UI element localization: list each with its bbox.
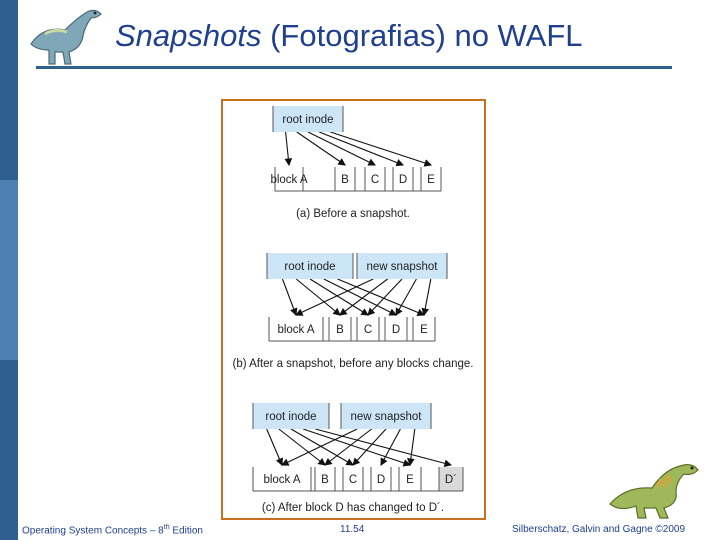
pointer-arrow [266,428,283,467]
block-label: D´ [445,474,457,486]
snapshot-diagram: root inode block A B C D E (a) Before a snapsh… [232,106,474,514]
inode-box [253,403,329,429]
pointer-arrow [339,278,388,316]
footer-book-title: Operating System Concepts – 8th Edition [22,524,203,537]
sidebar-strip-middle [0,180,18,360]
changed-block [439,467,463,491]
pointer-arrow [318,131,405,167]
inode-label: new snapshot [367,261,439,273]
block-label: E [406,474,414,486]
title-italic: Snapshots [115,18,262,53]
block-label: B [336,324,344,336]
block-label: D [399,174,407,186]
pointer-arrow [323,278,397,316]
dinosaur-icon [609,464,699,519]
pointer-arrow [281,278,298,317]
pointer-arrow [296,131,346,166]
block-label: C [349,474,357,486]
pointer-arrow [421,278,432,317]
block-label: E [420,324,428,336]
block-label: B [321,474,329,486]
block-label: block A [270,174,307,186]
panel-caption: (a) Before a snapshot. [296,208,410,220]
sidebar-strip-bottom [0,360,18,540]
footer-copyright: Silberschatz, Galvin and Gagne ©2009 [512,524,686,535]
inode-box [341,403,431,429]
pointer-arrow [315,428,453,468]
inode-label: new snapshot [351,411,423,423]
pointer-arrow [309,278,369,316]
pointer-arrow [290,428,354,466]
pointer-arrow [307,131,376,166]
block-label: C [364,324,372,336]
inode-label: root inode [265,411,316,423]
dinosaur-icon [30,9,102,65]
inode-box [273,106,343,132]
title-rule [36,66,672,69]
pointer-arrow [330,131,433,167]
pointer-arrow [324,428,372,466]
block-label: D [392,324,400,336]
inode-label: root inode [284,261,335,273]
block-label: block A [277,324,314,336]
pointer-arrow [284,131,293,167]
pointer-arrow [367,278,403,316]
inode-label: root inode [282,114,333,126]
inode-box [267,253,353,279]
block-label: D [377,474,385,486]
pointer-arrow [407,428,416,467]
pointer-arrow [278,428,326,466]
footer-page-number: 11.54 [340,524,365,535]
block-label: C [371,174,379,186]
wafl-snapshot-figure: root inode block A B C D E (a) Before a snapsh… [221,99,486,520]
pointer-arrow [352,428,387,466]
title-rest: (Fotografias) no WAFL [261,18,583,53]
pointer-arrow [380,428,401,466]
sidebar-strip-top [0,0,18,180]
pointer-arrow [295,278,341,316]
panel-caption: (c) After block D has changed to D´. [262,502,444,514]
block-label: block A [263,474,300,486]
slide-title: Snapshots (Fotografias) no WAFL [115,18,583,54]
block-label: E [427,174,435,186]
pointer-arrow [302,428,412,467]
pointer-arrow [295,278,374,316]
pointer-arrow [281,428,358,466]
pointer-arrow [337,278,426,317]
panel-caption: (b) After a snapshot, before any blocks … [232,358,473,370]
pointer-arrow [395,278,417,316]
inode-box [357,253,447,279]
block-label: B [341,174,349,186]
